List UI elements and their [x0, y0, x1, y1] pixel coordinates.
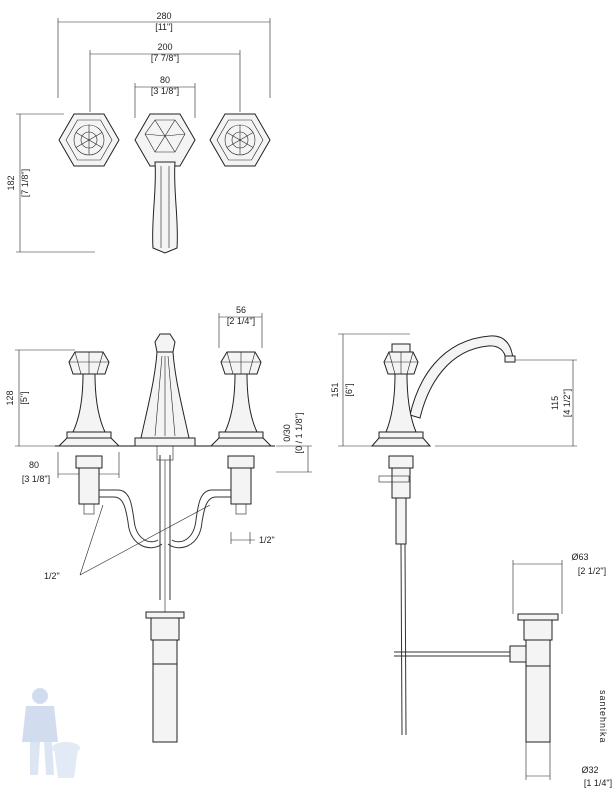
front-view: 56 [2 1/4"] 128 [5"] 0/30 [0 / 1 1/8"] 8… — [5, 305, 312, 743]
dim-deck-mm: 0/30 — [282, 424, 292, 442]
dim-centers-mm: 200 — [157, 42, 172, 52]
thread-callout-left: 1/2" — [44, 504, 211, 581]
dim-drain-pipe: Ø32 [1 1/4"] — [525, 742, 612, 788]
dim-outlet-mm: 115 — [550, 396, 560, 410]
dim-drain-top-in: [2 1/2"] — [578, 566, 606, 576]
handle-front-right — [209, 351, 273, 515]
dim-drain-top-mm: Ø63 — [571, 552, 588, 562]
dim-spout-width: 80 [3 1/8"] — [134, 75, 196, 118]
dim-handle-width-mm: 56 — [236, 305, 246, 315]
drain-front — [145, 460, 185, 743]
side-view: 151 [6"] 115 [4 1/2"] — [330, 333, 612, 788]
dim-deck-thickness: 0/30 [0 / 1 1/8"] — [276, 413, 312, 473]
dim-spout-mm: 80 — [160, 75, 170, 85]
top-view: 280 [11"] 200 [7 7/8"] 80 [3 1/8"] 182 [… — [6, 11, 271, 254]
spout-front — [134, 333, 196, 461]
spout-side — [370, 335, 516, 545]
popup-rod — [394, 543, 527, 736]
dim-reach-in: [7 1/8"] — [20, 169, 30, 197]
handle-front-left — [57, 351, 121, 515]
dim-outlet-height: 115 [4 1/2"] — [435, 359, 577, 447]
dim-drain-pipe-mm: Ø32 — [581, 765, 598, 775]
dim-overall-width: 280 [11"] — [57, 11, 271, 98]
dim-drain-pipe-in: [1 1/4"] — [584, 778, 612, 788]
dim-overall-in: [11"] — [155, 22, 173, 32]
dim-valve-mm: 80 — [29, 460, 39, 470]
dim-height-in: [6"] — [344, 383, 354, 396]
dim-drain-top: Ø63 [2 1/2"] — [512, 552, 606, 614]
supply-hoses — [99, 455, 231, 600]
dim-handle-width: 56 [2 1/4"] — [218, 305, 263, 348]
dim-overall-mm: 280 — [156, 11, 171, 21]
dim-handle-width-in: [2 1/4"] — [227, 316, 255, 326]
dim-reach-mm: 182 — [6, 175, 16, 190]
dim-valve-width: 80 [3 1/8"] — [22, 452, 120, 484]
handle-top-left — [58, 113, 120, 167]
thread-label-left: 1/2" — [44, 571, 60, 581]
dim-centers: 200 [7 7/8"] — [89, 42, 241, 112]
dim-centers-in: [7 7/8"] — [151, 53, 179, 63]
thread-label-right: 1/2" — [259, 535, 275, 545]
dim-height: 151 [6"] — [330, 333, 410, 447]
dim-height-mm: 151 — [330, 382, 340, 397]
dim-valve-in: [3 1/8"] — [22, 474, 50, 484]
watermark-logo — [22, 688, 80, 778]
dim-spout-in: [3 1/8"] — [151, 86, 179, 96]
thread-callout-right: 1/2" — [230, 532, 275, 545]
spout-top — [134, 113, 196, 254]
dim-outlet-in: [4 1/2"] — [562, 389, 572, 417]
dim-handle-height: 128 [5"] — [5, 349, 75, 447]
dim-handle-height-in: [5"] — [19, 391, 29, 404]
dim-reach: 182 [7 1/8"] — [6, 113, 95, 253]
dim-handle-height-mm: 128 — [5, 390, 15, 405]
drain-side — [517, 613, 559, 743]
dim-deck-in: [0 / 1 1/8"] — [294, 413, 304, 454]
handle-top-right — [209, 113, 271, 167]
watermark-text: santehnika — [598, 690, 608, 744]
